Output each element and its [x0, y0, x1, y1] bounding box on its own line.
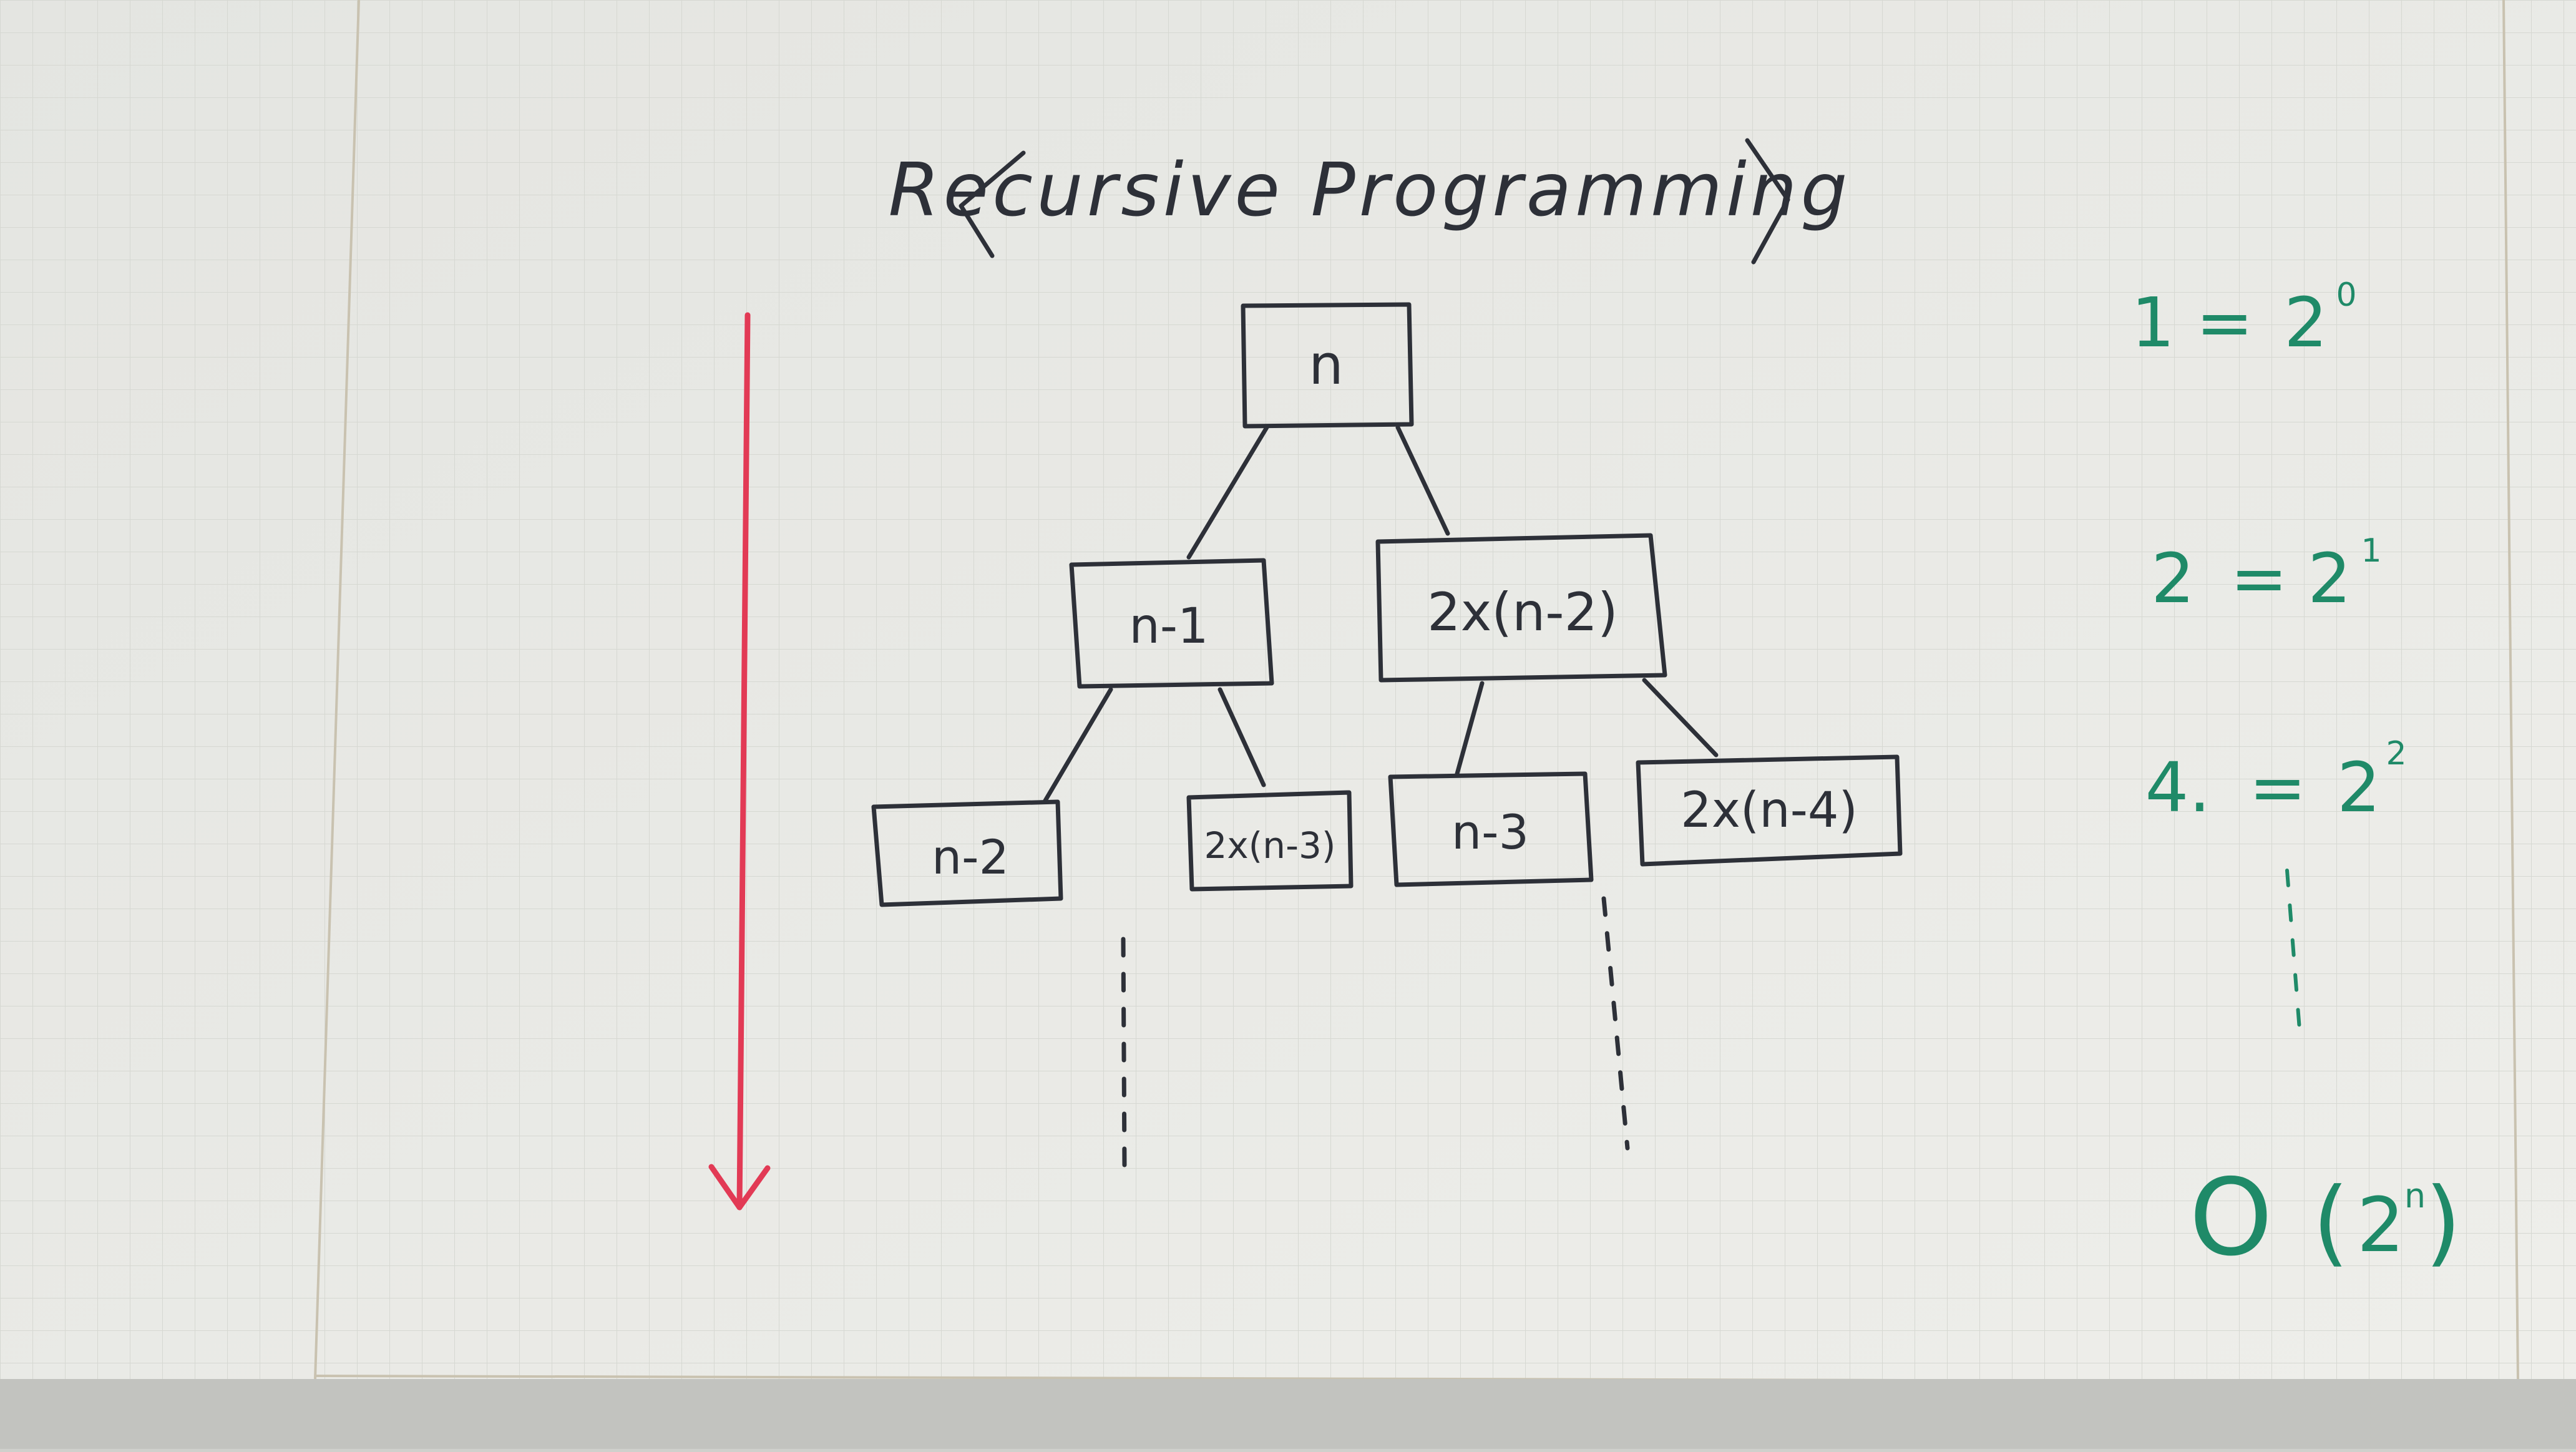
- row1-equals: =: [2196, 283, 2253, 363]
- root-node-box: [1241, 302, 1414, 429]
- edge-left-right: [1217, 687, 1266, 787]
- row3-exponent: 2: [2386, 735, 2406, 772]
- node-label-n-3: n-3: [1451, 804, 1529, 860]
- green-continuation-dashes: [2285, 869, 2301, 1031]
- row3-count: 4.: [2145, 748, 2211, 827]
- row1-exponent: 0: [2336, 276, 2356, 314]
- row3-base: 2: [2337, 748, 2381, 827]
- left-margin-line: [314, 0, 360, 1380]
- node-box-n-2: [871, 799, 1063, 907]
- right-margin-line: [2502, 0, 2519, 1380]
- edge-left-left: [1043, 687, 1113, 803]
- row1-count: 1: [2131, 283, 2175, 363]
- title-left-angle-bracket: [959, 150, 1026, 258]
- node-label-2x-n-2: 2x(n-2): [1427, 582, 1618, 643]
- diagram-title: Recursive Programming: [889, 147, 1852, 233]
- big-o-letter: O: [2189, 1156, 2273, 1280]
- edge-root-left: [1186, 425, 1269, 560]
- node-label-2x-n-4: 2x(n-4): [1681, 782, 1858, 839]
- row2-count: 2: [2151, 538, 2195, 618]
- continuation-dashes-left: [1121, 937, 1127, 1169]
- paper-grid: [0, 0, 2576, 1379]
- row2-base: 2: [2308, 538, 2351, 618]
- row3-equals: =: [2249, 748, 2306, 827]
- row1-base: 2: [2284, 283, 2328, 363]
- big-o-close-paren: ): [2425, 1168, 2462, 1277]
- depth-arrow: [708, 312, 771, 1211]
- node-box-2x-n-3: [1186, 790, 1354, 892]
- node-box-2x-n-4: [1636, 754, 1903, 867]
- node-label-n-2: n-2: [932, 829, 1009, 885]
- node-box-n-1: [1069, 558, 1274, 689]
- desk-surface: [0, 1379, 2576, 1449]
- node-label-n-1: n-1: [1129, 598, 1208, 655]
- row2-exponent: 1: [2361, 532, 2381, 570]
- big-o-open-paren: (: [2313, 1168, 2349, 1277]
- edge-right-left: [1455, 681, 1485, 776]
- node-label-2x-n-3: 2x(n-3): [1204, 824, 1335, 867]
- row2-equals: =: [2230, 538, 2288, 618]
- big-o-base: 2: [2357, 1182, 2404, 1269]
- complexity-column: 1 = 2 0 2 = 2 1 4. = 2 2 O ( 2 n ): [2131, 276, 2461, 1280]
- title-right-angle-bracket: [1745, 138, 1790, 265]
- node-box-2x-n-2: [1375, 533, 1667, 683]
- continuation-dashes-right: [1601, 896, 1630, 1151]
- root-node-label: n: [1309, 333, 1344, 397]
- big-o-exponent: n: [2404, 1176, 2426, 1216]
- edge-right-right: [1642, 678, 1719, 758]
- node-box-n-3: [1388, 771, 1594, 887]
- edge-root-right: [1395, 425, 1450, 536]
